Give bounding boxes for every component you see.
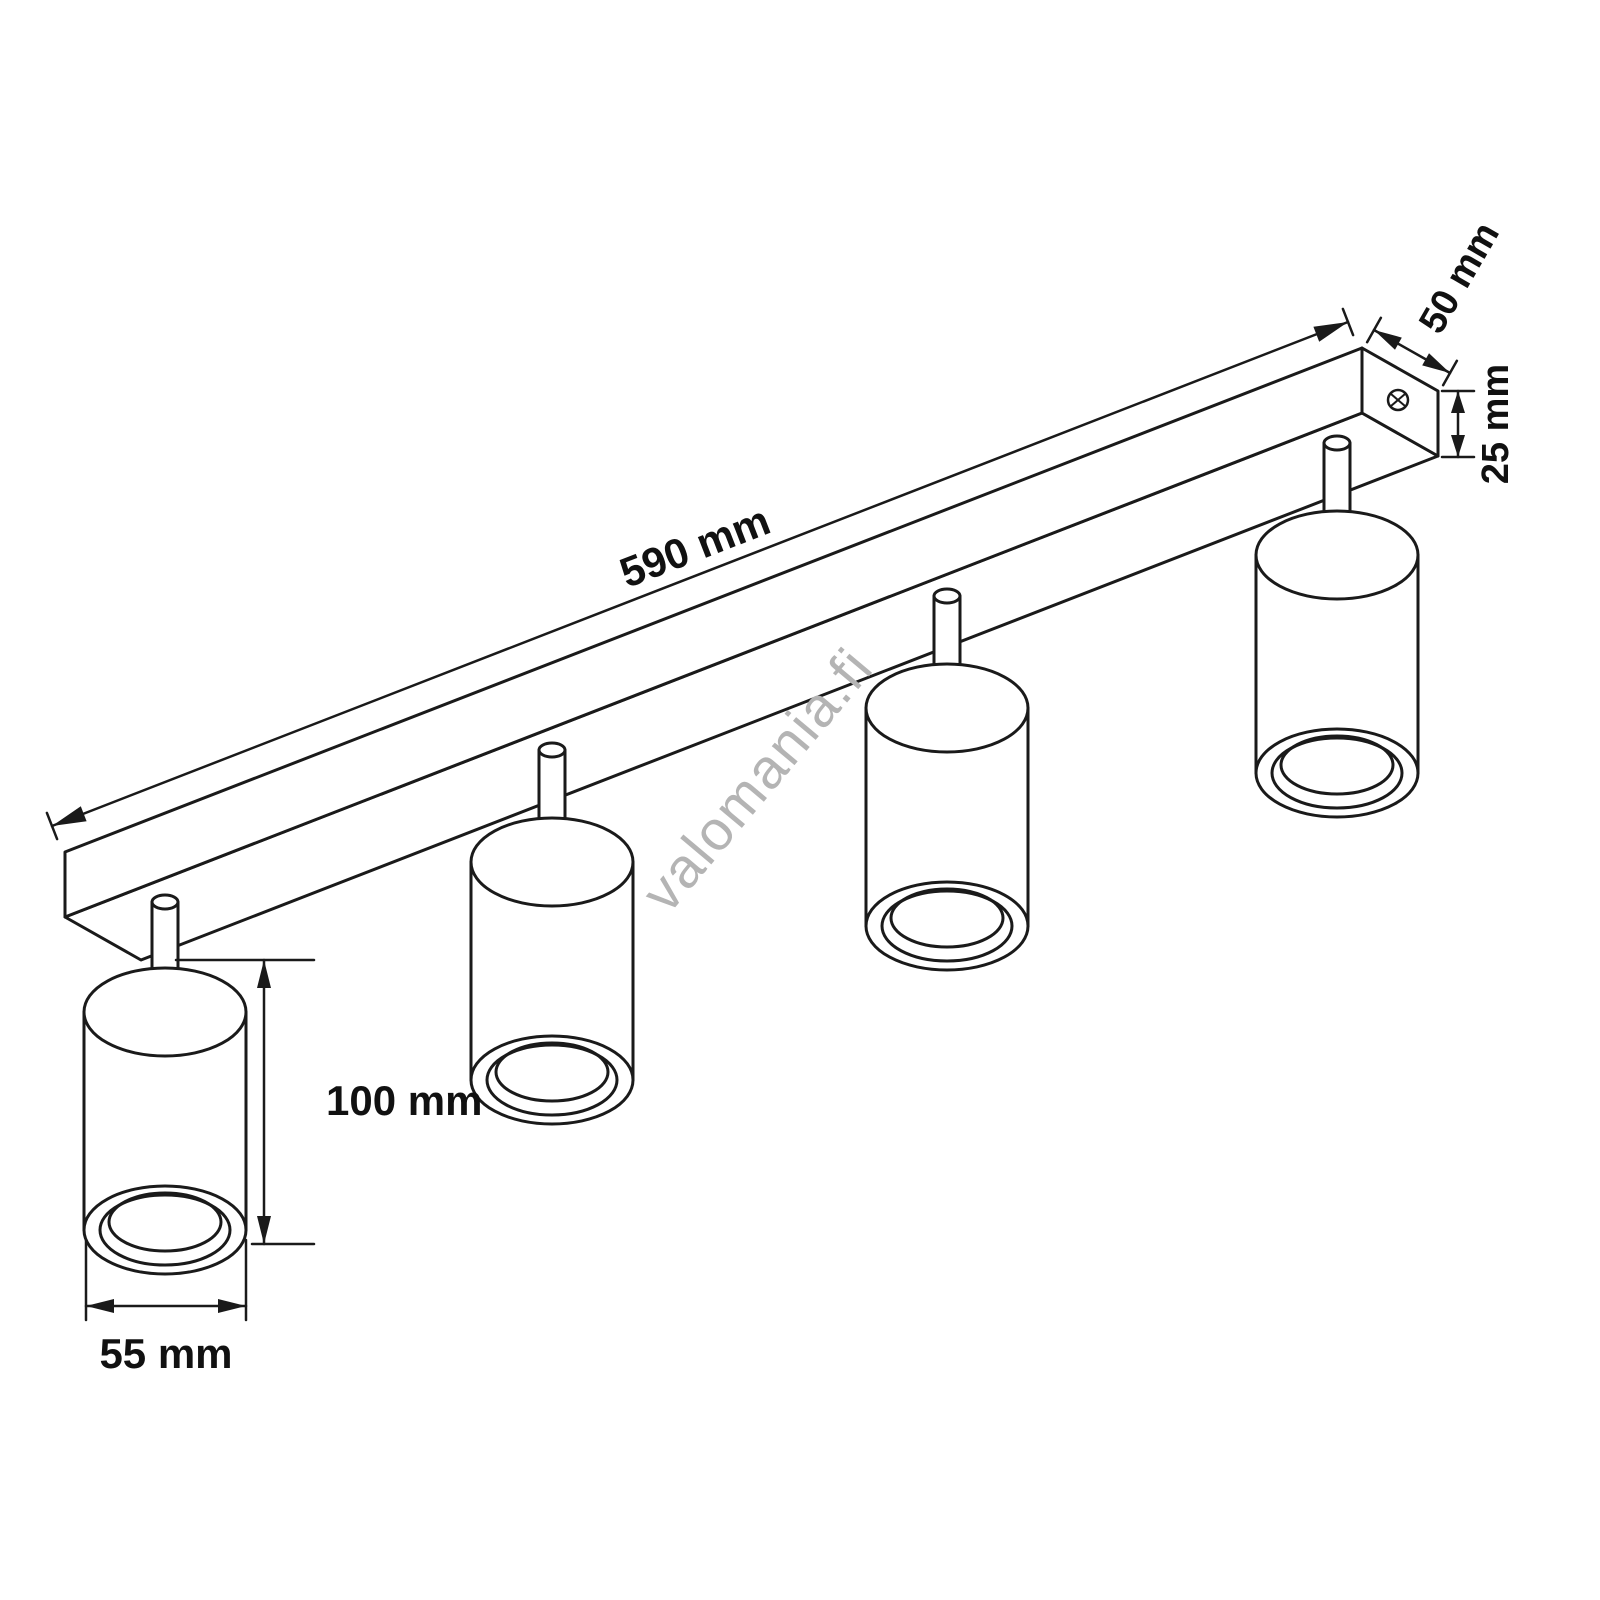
spotlight-2 [469, 741, 635, 1126]
arrowhead [52, 806, 87, 826]
spot-lens [98, 1193, 232, 1267]
spot-diameter-label: 55 mm [99, 1330, 232, 1377]
spot-lens [880, 889, 1014, 963]
spot-lens [1270, 736, 1404, 810]
arrowhead [1374, 330, 1402, 350]
arrowhead [257, 1216, 271, 1244]
arrowhead [1422, 353, 1450, 373]
spot-height-label: 100 mm [326, 1077, 482, 1124]
spotlight-3 [864, 587, 1030, 972]
spot-body [1254, 509, 1420, 819]
spot-body [864, 662, 1030, 972]
mounting-bar [63, 346, 1440, 962]
spot-lens-recess [889, 887, 1005, 949]
arrowhead [257, 960, 271, 988]
bar-depth-label: 50 mm [1411, 215, 1508, 340]
spot-lens-recess [107, 1191, 223, 1253]
spotlight-4 [1254, 434, 1420, 819]
bar-bottom-face [63, 411, 1440, 962]
spot-lens [485, 1043, 619, 1117]
dimension-bar-depth: 50 mm [1365, 215, 1508, 387]
spot-lens-recess [494, 1041, 610, 1103]
dimension-bar-length: 590 mm [45, 307, 1355, 841]
spot-stem [1322, 434, 1352, 514]
screw-icon [1386, 388, 1410, 412]
arrowhead [86, 1299, 114, 1313]
dimension-bar-height: 25 mm [1440, 364, 1517, 484]
bar-length-label: 590 mm [613, 496, 776, 596]
spot-stem [537, 741, 567, 821]
spot-lens-recess [1279, 734, 1395, 796]
arrowhead [1451, 391, 1465, 413]
dimension-spot-height: 100 mm [174, 958, 482, 1246]
bar-height-label: 25 mm [1475, 364, 1517, 484]
spot-body [82, 966, 248, 1276]
spotlight-1 [82, 893, 248, 1276]
dimension-spot-diameter: 55 mm [84, 1238, 248, 1377]
arrowhead [1313, 322, 1348, 342]
arrowhead [218, 1299, 246, 1313]
spot-body [469, 816, 635, 1126]
spot-stem [150, 893, 180, 971]
arrowhead [1451, 435, 1465, 457]
spot-stem [932, 587, 962, 667]
